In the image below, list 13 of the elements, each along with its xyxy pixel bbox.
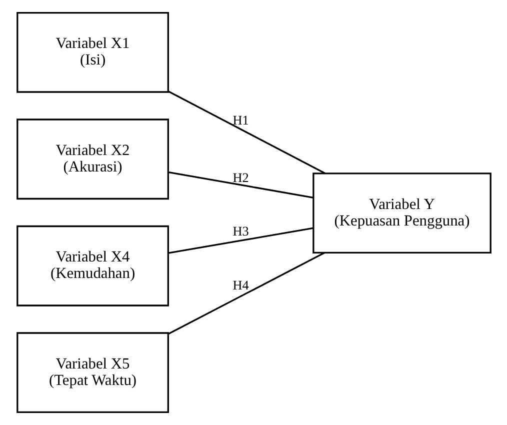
connector: [167, 252, 324, 335]
node-box: Variabel X5 (Tepat Waktu): [16, 332, 168, 414]
node-box: Variabel X2 (Akurasi): [16, 118, 168, 200]
node-box: Variabel X4 (Kemudahan): [16, 225, 168, 306]
edge-label: H4: [232, 278, 248, 293]
connector: [168, 227, 314, 254]
edge-label: H2: [232, 170, 248, 185]
node-box: Variabel Y (Kepuasan Pengguna): [312, 172, 491, 254]
connector: [167, 90, 326, 174]
edge-label: H1: [232, 112, 248, 128]
edge-label: H3: [232, 224, 248, 239]
node-box: Variabel X1 (Isi): [16, 12, 168, 93]
connector: [168, 171, 314, 198]
